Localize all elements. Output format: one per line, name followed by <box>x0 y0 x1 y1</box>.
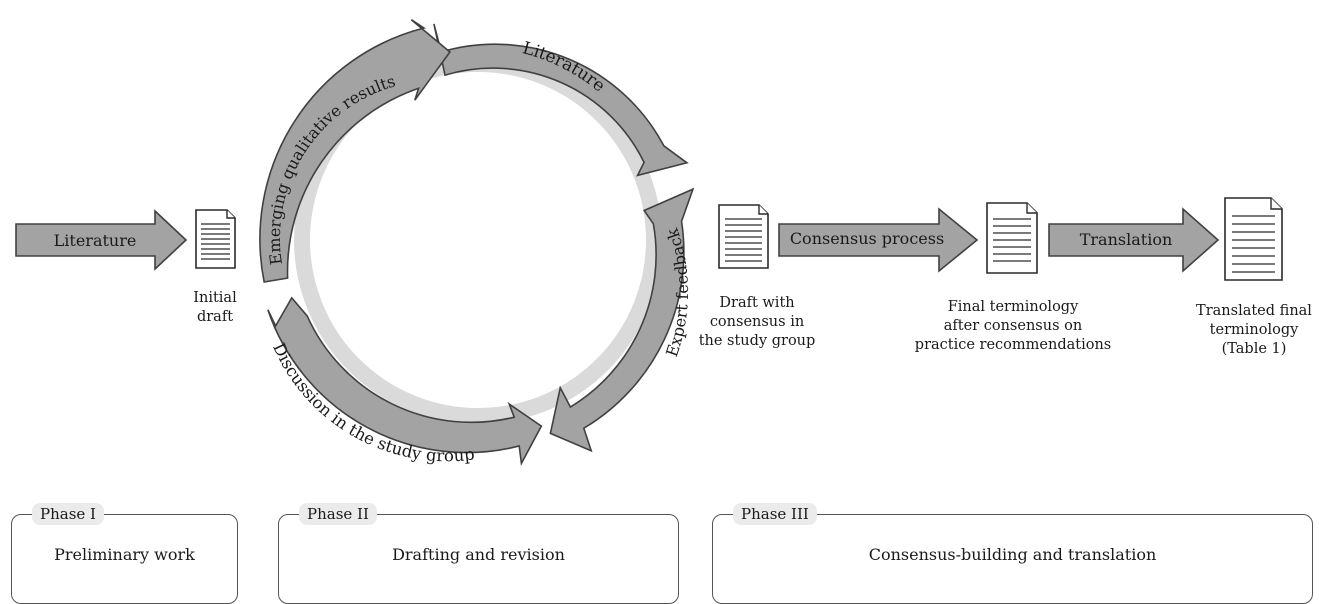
consensus-arrow <box>778 207 979 273</box>
caption-draft-consensus: Draft with consensus in the study group <box>698 295 816 349</box>
phase-tag-3: Phase III <box>733 503 817 525</box>
translation-arrow-label: Translation <box>1080 230 1173 249</box>
cycle-arrow-qualitative-results <box>259 19 451 283</box>
phase-box-1: Phase I Preliminary work <box>11 503 238 604</box>
document-icon-draft-consensus <box>718 204 769 269</box>
cycle-arrow-expert-feedback <box>549 187 695 453</box>
phase-box-3: Phase III Consensus-building and transla… <box>712 503 1313 604</box>
phase-tag-2: Phase II <box>299 503 377 525</box>
phase-title-1: Preliminary work <box>54 545 195 564</box>
phase-box-2: Phase II Drafting and revision <box>278 503 679 604</box>
cycle-arrow-literature <box>433 23 689 177</box>
caption-initial-draft: Initial draft <box>193 290 237 325</box>
phase-tag-1: Phase I <box>32 503 104 525</box>
phase-title-3: Consensus-building and translation <box>868 545 1157 564</box>
consensus-arrow-label: Consensus process <box>790 229 944 248</box>
process-diagram: Literature Expert feedback Discussion in… <box>15 19 1283 466</box>
input-arrow-label: Literature <box>54 231 137 250</box>
document-icon-initial-draft <box>195 209 236 269</box>
caption-translated-terminology: Translated final terminology (Table 1) <box>1196 303 1312 357</box>
document-icon-translated-terminology <box>1224 197 1283 281</box>
document-icon-final-terminology <box>986 202 1038 274</box>
caption-final-terminology: Final terminology after consensus on pra… <box>914 299 1112 353</box>
cycle-arrow-discussion <box>267 296 543 466</box>
input-arrow-literature <box>15 209 188 271</box>
phase-title-2: Drafting and revision <box>392 545 565 564</box>
translation-arrow <box>1048 207 1220 273</box>
